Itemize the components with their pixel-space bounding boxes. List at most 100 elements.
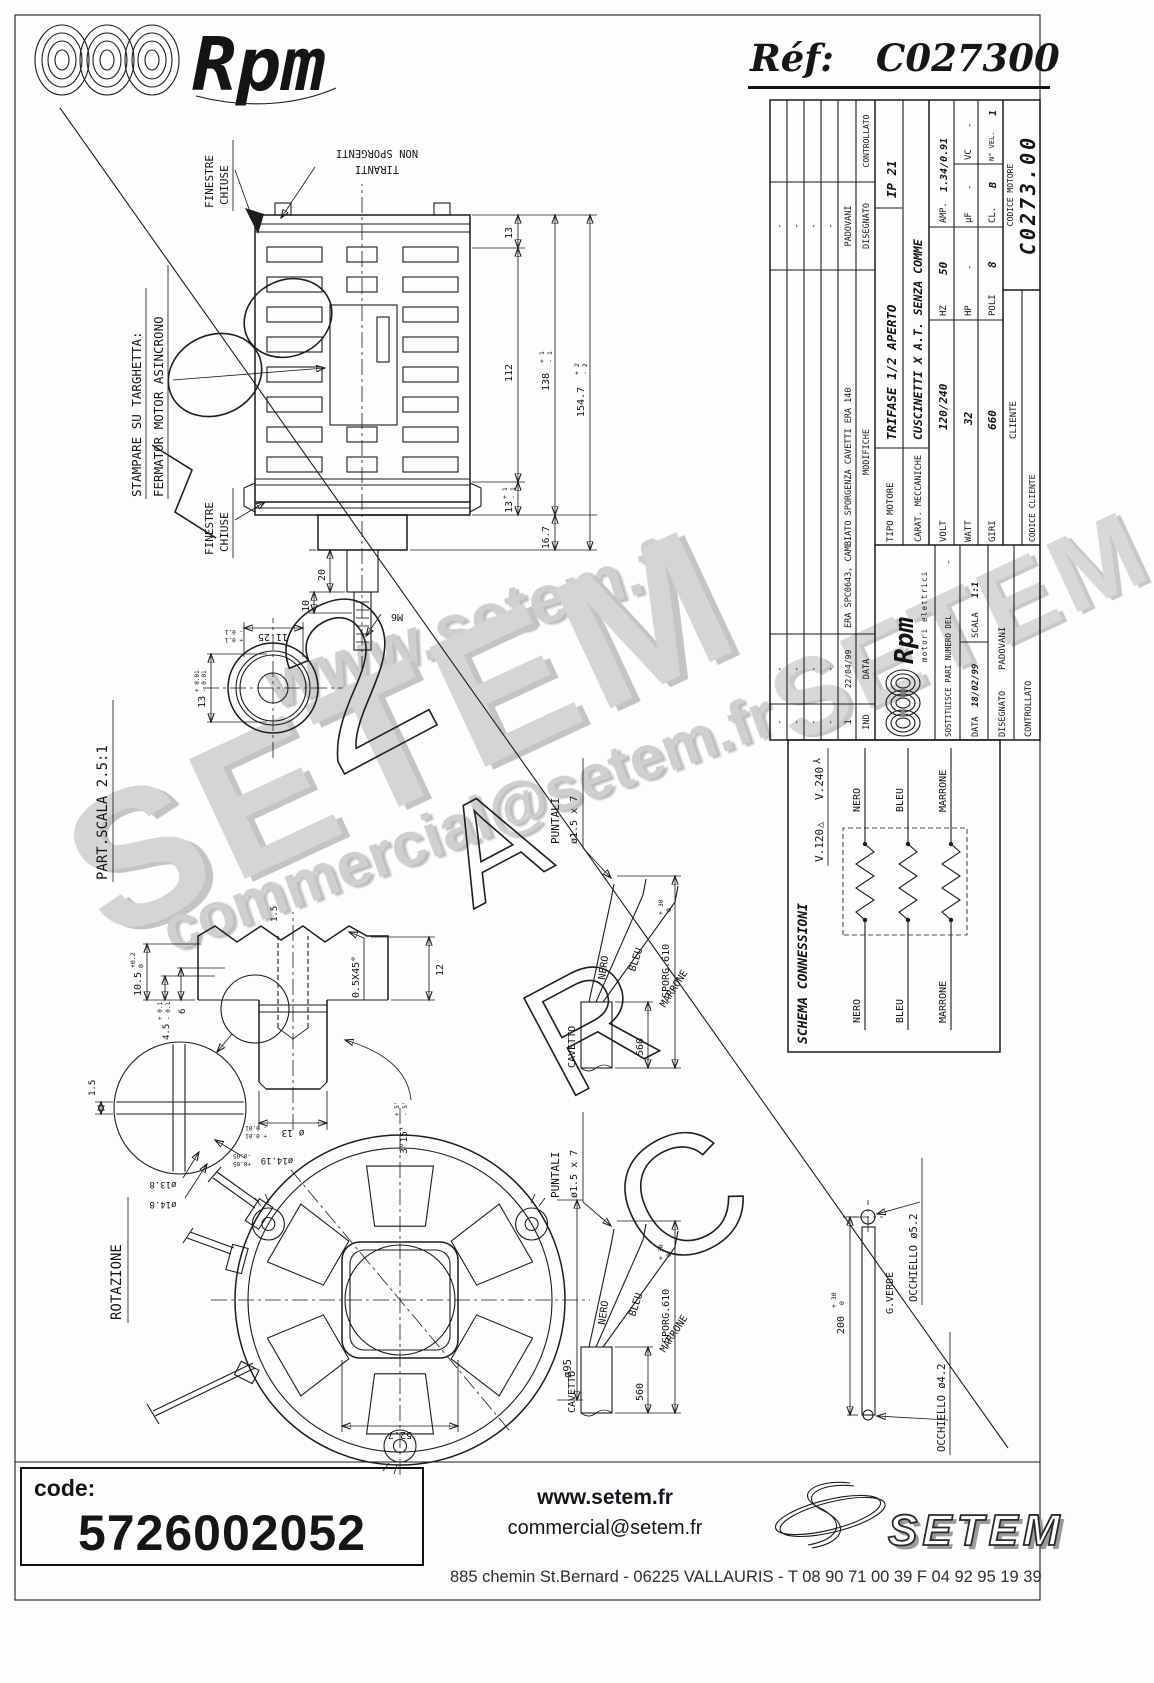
tipo-motore-value: TRIFASE 1/2 APERTO <box>884 304 899 440</box>
dim-dia-13: ø 13 <box>282 1127 305 1138</box>
tol: + 2 <box>573 363 581 375</box>
rev-dash: - <box>826 719 836 724</box>
bolt <box>515 1193 549 1241</box>
dim-13-8: ø13.8 <box>149 1179 176 1189</box>
dim-12: 12 <box>435 964 446 976</box>
nero-label: NERO <box>852 999 863 1023</box>
revision-table: - - - - - - - - - - - - 1 22/04/99 PADOV… <box>770 100 876 740</box>
rev-dash: - <box>809 719 819 724</box>
dim-10-5: 10.5 <box>133 972 144 996</box>
dim-10: 10 <box>301 600 312 612</box>
dim-16-7: 16.7 <box>541 526 552 549</box>
titleblock-right: TIPO MOTORE TRIFASE 1/2 APERTO IP 21 CAR… <box>875 100 1040 545</box>
rev-dash: - <box>792 719 802 724</box>
marrone-label: MARRONE <box>938 770 949 812</box>
volt-label: VOLT <box>939 520 949 542</box>
rev-dash: - <box>792 666 802 671</box>
bleu-label: BLEU <box>895 788 906 812</box>
motor-side-view: M6 20 10 FINESTRE CHIUSE FINESTRE <box>129 140 597 672</box>
chamfer-label: 0.5X45° <box>351 956 362 998</box>
watt-value: 32 <box>962 411 975 426</box>
footer-website: www.setem.fr <box>537 1486 673 1509</box>
stamp-char: C <box>582 1084 780 1309</box>
rev-header-disegnato: DISEGNATO <box>862 203 872 249</box>
hp-label: HP <box>964 305 974 316</box>
rpm-wordmark: Rpm <box>192 22 326 108</box>
shaft-dims: 20 10 <box>301 550 352 613</box>
puntali-label: PUNTALI <box>549 798 562 844</box>
setem-logo: SETEM SETEM <box>774 1481 1064 1559</box>
wye-icon: Y <box>810 758 821 764</box>
rev-dash: - <box>826 223 836 228</box>
codice-motore-label: CODICE MOTORE <box>1006 164 1015 227</box>
stamp-char: R <box>496 919 682 1131</box>
tol: + 0.01 <box>194 670 201 692</box>
sporg-label: SPORG.610 <box>661 1289 672 1343</box>
g-verde-label: G.VERDE <box>885 1272 896 1314</box>
uf-label: µF <box>964 212 974 223</box>
winding-bleu: BLEU BLEU <box>895 748 918 1030</box>
tol: + 5' <box>394 1102 401 1116</box>
reference-number: Réf: C027300 <box>748 36 1060 89</box>
cl-label: CL. <box>988 207 998 223</box>
tol: -0.05 <box>233 1152 251 1159</box>
tol: + 1 <box>538 351 546 363</box>
stamp-marks: 2 A R C <box>59 107 1009 1449</box>
dim-13: 13 <box>504 501 515 513</box>
tol: 0 <box>665 908 673 912</box>
nero-label: NERO <box>597 955 611 980</box>
hz-value: 50 <box>937 261 950 275</box>
winding-marrone: MARRONE MARRONE <box>938 748 961 1030</box>
rev-index: 1 <box>844 719 854 724</box>
rev-dash: - <box>792 223 802 228</box>
footer-email: commercial@setem.fr <box>507 1517 703 1539</box>
controllato-label: CONTROLLATO <box>1024 681 1034 737</box>
rpm-wordmark: Rpm <box>890 617 920 664</box>
dim-11-25: 11.25 <box>258 631 288 642</box>
rev-dash: - <box>775 223 785 228</box>
ground-wire-detail: 200 + 30 0 G.VERDE OCCHIELLO ø5.2 OCCHIE… <box>830 1158 951 1455</box>
ground-wire <box>146 1360 260 1425</box>
dim-13: 13 <box>197 696 208 708</box>
dim-6: 6 <box>178 1009 188 1014</box>
dim-1-5: 1.5 <box>270 906 280 922</box>
shaft-detail: 10.5 +0.2 0 4.5 + 0.1 - 0.1 6 1.5 0.5X45… <box>129 906 446 1154</box>
tol: - 2 <box>581 363 589 375</box>
cavetto-label: CAVETTO <box>567 1371 578 1413</box>
dim-95: ø95 <box>562 1359 574 1378</box>
carat-value: CUSCINETTI X A.T. SENZA COMME <box>911 238 925 440</box>
tol: 0 <box>838 1301 846 1305</box>
amp-value: 1.34/0.91 <box>939 138 950 192</box>
circle-detail: 13 + 0.01 - 0.01 11.25 + 0.1 - 0.1 <box>194 618 343 758</box>
tipo-motore-label: TIPO MOTORE <box>886 482 896 542</box>
rev-date: 22/04/99 <box>844 650 853 689</box>
sostituisce-label: SOSTITUISCE PARI NUMERO DEL <box>944 615 953 737</box>
rev-header-modifiche: MODIFICHE <box>862 429 872 475</box>
tol: - 5' <box>402 1102 409 1116</box>
occhiello-4-2-label: OCCHIELLO ø4.2 <box>936 1363 948 1452</box>
tiranti-callout: TIRANTI NON SPORGENTI <box>281 147 418 218</box>
dim-4-5: 4.5 <box>162 1024 172 1040</box>
rev-drawn-by: PADOVANI <box>844 206 854 247</box>
vent-openings <box>266 1165 534 1435</box>
tol: + 30 <box>657 899 665 915</box>
rev-header-ind: IND <box>862 714 872 729</box>
tol: + 1 <box>501 487 509 499</box>
finestre-chiuse-callout-2: FINESTRE CHIUSE <box>203 140 264 234</box>
sporg-label: SPORG.610 <box>661 944 672 998</box>
rev-header-controllato: CONTROLLATO <box>862 114 871 167</box>
tol: 0 <box>137 964 145 968</box>
scala-value: 1:1 <box>971 582 981 598</box>
drawing-sheet: M6 20 10 FINESTRE CHIUSE FINESTRE <box>15 99 1045 1475</box>
dim-52-7: 52.7 <box>388 1429 412 1440</box>
stamp-char: 2 <box>237 536 471 823</box>
tol: - 0.1 <box>165 1002 172 1020</box>
m6-label: M6 <box>391 611 403 622</box>
rotazione-label: ROTAZIONE <box>109 1244 125 1320</box>
tol: + 30 <box>657 1244 665 1260</box>
motor-front-view: ROTAZIONE <box>109 1108 590 1475</box>
poli-value: 8 <box>986 261 999 268</box>
dim-138: 138 <box>541 373 552 391</box>
poli-label: POLI <box>988 294 998 316</box>
rpm-logo: Rpm <box>34 22 337 108</box>
